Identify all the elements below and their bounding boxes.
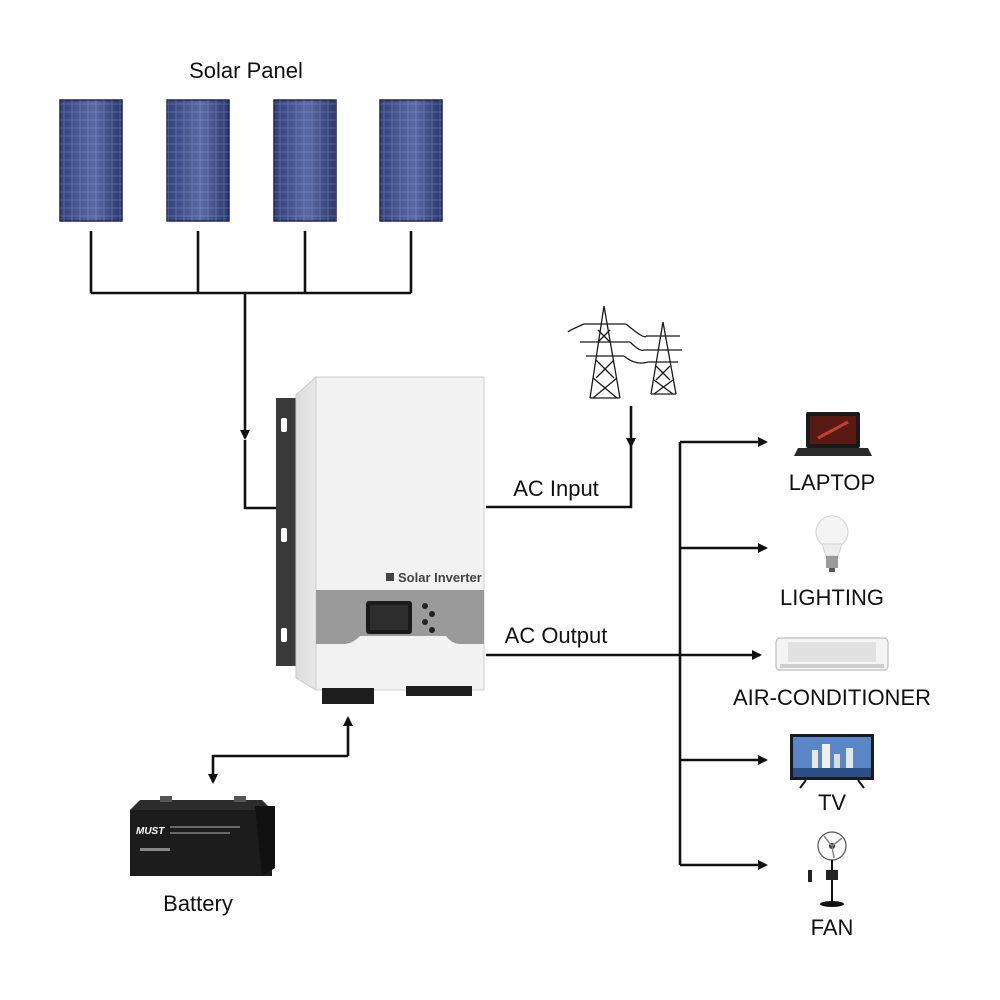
solar-panel-3 — [273, 99, 337, 222]
ac-input-wiring — [486, 406, 636, 509]
solar-panel-4 — [379, 99, 443, 222]
light-bulb-icon — [815, 515, 849, 572]
load-label-fan: FAN — [811, 915, 854, 940]
laptop-icon — [794, 412, 872, 456]
fan-icon — [808, 831, 847, 907]
load-label-tv: TV — [818, 790, 846, 815]
solar-panel-label: Solar Panel — [189, 58, 303, 83]
load-label-laptop: LAPTOP — [789, 470, 875, 495]
tv-icon — [790, 734, 874, 789]
solar-panel-1 — [59, 99, 123, 222]
load-label-lighting: LIGHTING — [780, 585, 884, 610]
solar-inverter: Solar Inverter — [276, 376, 485, 704]
battery-wiring — [208, 716, 353, 784]
solar-panel-2 — [166, 99, 230, 222]
inverter-brand-text: Solar Inverter — [398, 570, 482, 585]
load-label-air-conditioner: AIR-CONDITIONER — [733, 685, 931, 710]
battery-brand-text: MUST — [136, 826, 165, 837]
battery-label: Battery — [163, 891, 233, 916]
air-conditioner-icon — [775, 637, 889, 671]
power-grid-tower-icon — [567, 305, 682, 399]
ac-output-wiring — [486, 437, 768, 870]
battery-icon: MUST — [130, 796, 275, 876]
ac-output-label: AC Output — [505, 623, 608, 648]
ac-input-label: AC Input — [513, 476, 599, 501]
panel-wiring — [89, 231, 413, 510]
